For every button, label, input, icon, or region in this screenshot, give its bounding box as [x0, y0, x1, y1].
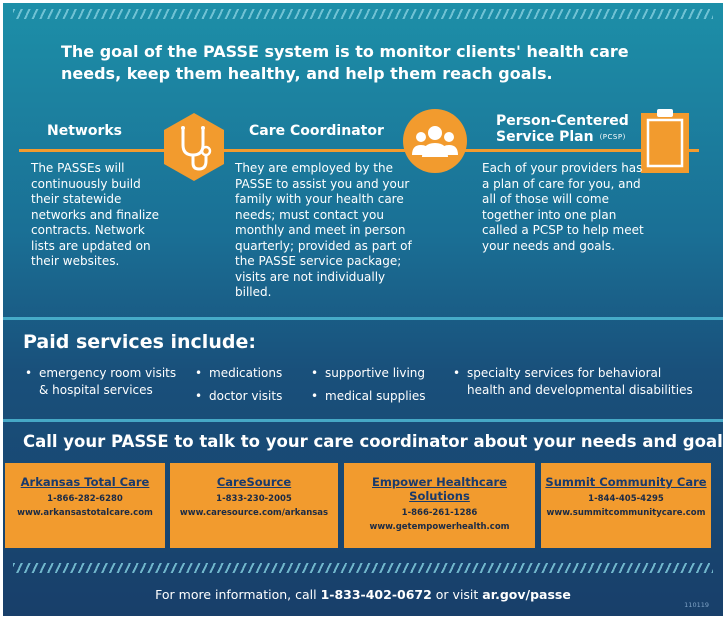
section-divider-top [3, 317, 723, 320]
provider-name-link[interactable]: Arkansas Total Care [20, 475, 150, 489]
service-item-emergency: •emergency room visits & hospital servic… [25, 366, 177, 397]
pcsp-title: Person-Centered Service Plan(PCSP) [496, 113, 629, 145]
goal-statement: The goal of the PASSE system is to monit… [61, 42, 629, 83]
passe-info-poster: The goal of the PASSE system is to monit… [3, 3, 723, 616]
provider-card-caresource: CareSource 1-833-230-2005 www.caresource… [170, 463, 338, 548]
provider-card-summit: Summit Community Care 1-844-405-4295 www… [541, 463, 711, 548]
care-coordinator-description: They are employed by the PASSE to assist… [235, 161, 412, 299]
provider-phone: 1-844-405-4295 [588, 494, 664, 504]
clipboard-icon [639, 107, 691, 175]
section-connector-line [19, 149, 699, 152]
networks-description: The PASSEs will continuously build their… [31, 161, 160, 268]
people-group-icon [401, 107, 469, 175]
provider-phone: 1-866-282-6280 [47, 494, 123, 504]
service-item-supportive-living: •supportive living [311, 366, 426, 380]
pcsp-title-line1: Person-Centered [496, 113, 629, 129]
call-passe-heading: Call your PASSE to talk to your care coo… [23, 432, 723, 451]
service-item-medical-supplies: •medical supplies [311, 389, 426, 403]
care-coordinator-title: Care Coordinator [249, 123, 384, 139]
provider-website: www.getempowerhealth.com [369, 522, 510, 532]
service-item-medications: •medications [195, 366, 283, 380]
pcsp-abbreviation: (PCSP) [599, 133, 626, 141]
provider-phone: 1-833-230-2005 [216, 494, 292, 504]
top-stripe-border [13, 9, 713, 19]
provider-website: www.summitcommunitycare.com [546, 508, 706, 518]
paid-services-heading: Paid services include: [23, 331, 256, 353]
footer-phone: 1-833-402-0672 [320, 587, 432, 602]
bottom-stripe-border [13, 563, 713, 573]
provider-card-empower: Empower Healthcare Solutions 1-866-261-1… [344, 463, 535, 548]
provider-name-link[interactable]: Empower Healthcare Solutions [372, 475, 507, 503]
provider-website: www.caresource.com/arkansas [179, 508, 329, 518]
service-item-doctor-visits: •doctor visits [195, 389, 283, 403]
service-item-specialty: •specialty services for behavioral healt… [453, 366, 693, 397]
pcsp-title-line2: Service Plan(PCSP) [496, 129, 626, 145]
networks-title: Networks [47, 123, 123, 139]
footer-more-info: For more information, call 1-833-402-067… [155, 587, 571, 602]
provider-phone: 1-866-261-1286 [401, 508, 478, 518]
pcsp-description: Each of your providers has a plan of car… [482, 161, 644, 253]
provider-website: www.arkansastotalcare.com [17, 508, 153, 518]
provider-card-arkansas-total-care: Arkansas Total Care 1-866-282-6280 www.a… [5, 463, 165, 548]
footer-website: ar.gov/passe [482, 587, 571, 602]
document-code: 110119 [684, 601, 709, 609]
section-divider-bottom [3, 419, 723, 422]
stethoscope-icon [161, 111, 227, 183]
provider-name-link[interactable]: CareSource [216, 475, 292, 489]
provider-name-link[interactable]: Summit Community Care [545, 475, 707, 489]
